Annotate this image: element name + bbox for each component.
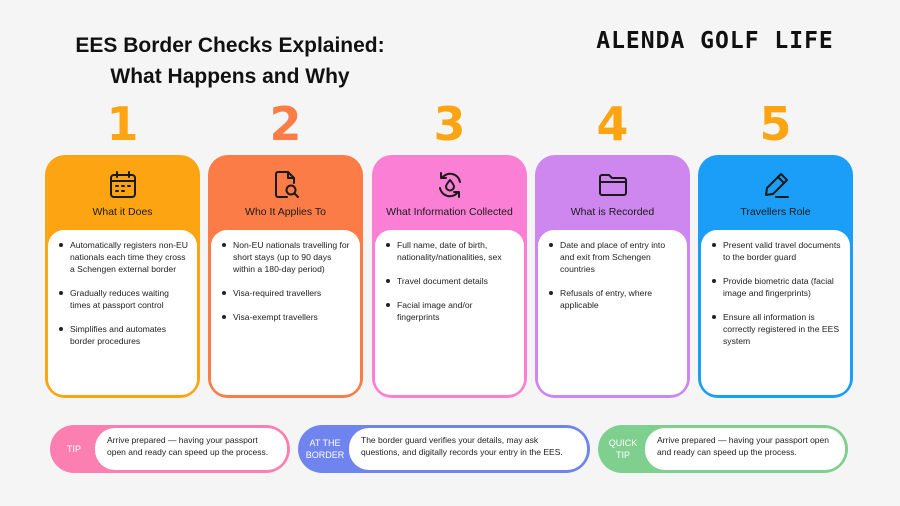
list-item: Date and place of entry into and exit fr… — [548, 239, 679, 275]
list-item: Ensure all information is correctly regi… — [711, 311, 842, 347]
card-header: What Information Collected — [375, 158, 524, 230]
list-item: Refusals of entry, where applicable — [548, 287, 679, 311]
tip-note: TIP Arrive prepared — having your passpo… — [50, 425, 290, 473]
card-travellers-role: Travellers Role Present valid travel doc… — [698, 155, 853, 398]
card-header: Who It Applies To — [211, 158, 360, 230]
border-label-line-2: BORDER — [305, 450, 345, 460]
title-line-1: EES Border Checks Explained: — [75, 34, 385, 57]
calendar-icon — [48, 169, 197, 201]
border-label-line-1: AT THE — [309, 438, 341, 448]
brand-logo: ALENDA GOLF LIFE — [596, 28, 834, 54]
card-who-it-applies-to: Who It Applies To Non-EU nationals trave… — [208, 155, 363, 398]
card-body: Non-EU nationals travelling for short st… — [211, 230, 360, 395]
border-text: The border guard verifies your details, … — [349, 428, 587, 470]
card-title: What it Does — [92, 206, 153, 218]
tip-label: TIP — [66, 444, 81, 454]
list-item: Visa-required travellers — [221, 287, 352, 299]
card-body: Full name, date of birth, nationality/na… — [375, 230, 524, 395]
step-number: 2 — [269, 97, 302, 151]
card-title: What is Recorded — [570, 206, 655, 218]
list-item: Present valid travel documents to the bo… — [711, 239, 842, 263]
list-item: Full name, date of birth, nationality/na… — [385, 239, 516, 263]
list-item: Simplifies and automates border procedur… — [58, 323, 189, 347]
refresh-drop-icon — [375, 169, 524, 201]
card-title: What Information Collected — [386, 206, 513, 218]
page-title: EES Border Checks Explained: What Happen… — [40, 30, 420, 92]
card-what-it-does: What it Does Automatically registers non… — [45, 155, 200, 398]
pencil-icon — [701, 169, 850, 201]
card-header: Travellers Role — [701, 158, 850, 230]
step-number: 4 — [596, 97, 629, 151]
card-header: What is Recorded — [538, 158, 687, 230]
quick-tip-label-line-2: TIP — [615, 450, 630, 460]
document-search-icon — [211, 169, 360, 201]
step-number: 1 — [106, 97, 139, 151]
card-title: Travellers Role — [740, 206, 811, 218]
card-title: Who It Applies To — [245, 206, 326, 218]
step-number: 3 — [433, 97, 466, 151]
tip-text: Arrive prepared — having your passport o… — [95, 428, 287, 470]
list-item: Facial image and/or fingerprints — [385, 299, 516, 323]
card-body: Date and place of entry into and exit fr… — [538, 230, 687, 395]
border-note: AT THE BORDER The border guard verifies … — [298, 425, 590, 473]
card-body: Automatically registers non-EU nationals… — [48, 230, 197, 395]
card-what-is-recorded: What is Recorded Date and place of entry… — [535, 155, 690, 398]
card-body: Present valid travel documents to the bo… — [701, 230, 850, 395]
list-item: Visa-exempt travellers — [221, 311, 352, 323]
step-number: 5 — [759, 97, 792, 151]
quick-tip-text: Arrive prepared — having your passport o… — [645, 428, 845, 470]
card-header: What it Does — [48, 158, 197, 230]
title-line-2: What Happens and Why — [110, 65, 350, 88]
quick-tip-note: QUICK TIP Arrive prepared — having your … — [598, 425, 848, 473]
list-item: Gradually reduces waiting times at passp… — [58, 287, 189, 311]
list-item: Automatically registers non-EU nationals… — [58, 239, 189, 275]
folder-icon — [538, 169, 687, 201]
list-item: Travel document details — [385, 275, 516, 287]
border-label: AT THE BORDER — [301, 428, 349, 470]
quick-tip-label-line-1: QUICK — [608, 438, 638, 448]
list-item: Provide biometric data (facial image and… — [711, 275, 842, 299]
list-item: Non-EU nationals travelling for short st… — [221, 239, 352, 275]
quick-tip-label: QUICK TIP — [601, 428, 645, 470]
card-what-information-collected: What Information Collected Full name, da… — [372, 155, 527, 398]
